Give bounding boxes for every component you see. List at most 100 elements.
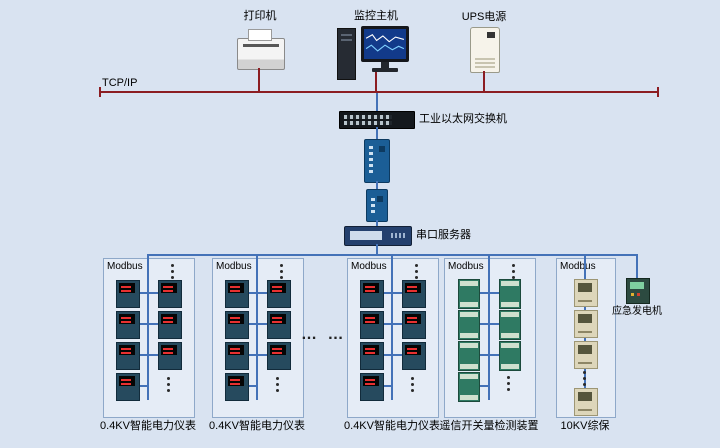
power-meter-icon — [360, 373, 384, 401]
di-module-icon — [458, 279, 480, 309]
connector-line — [376, 244, 378, 254]
pc-tower-icon — [337, 28, 356, 80]
power-meter-icon — [402, 311, 426, 339]
tcpip-bus-endcap — [99, 87, 101, 97]
group-device-label: 遥信开关量检测装置 — [439, 420, 539, 432]
connector-line — [636, 254, 638, 278]
generator-label: 应急发电机 — [612, 306, 662, 317]
serial-server-label: 串口服务器 — [416, 229, 471, 241]
connector-line — [247, 385, 256, 387]
power-meter-icon — [402, 342, 426, 370]
power-meter-icon — [225, 311, 249, 339]
connector-line — [478, 354, 488, 356]
tcpip-bus-endcap — [657, 87, 659, 97]
power-meter-icon — [402, 280, 426, 308]
printer-label: 打印机 — [243, 10, 277, 22]
connector-line — [258, 68, 260, 91]
tcpip-label: TCP/IP — [102, 77, 138, 89]
power-meter-icon — [267, 280, 291, 308]
printer-icon — [237, 29, 285, 70]
connector-line — [382, 385, 391, 387]
di-module-icon — [458, 341, 480, 371]
connector-line — [393, 354, 402, 356]
power-meter-icon — [267, 342, 291, 370]
vertical-ellipsis — [512, 264, 515, 267]
di-module-icon — [458, 372, 480, 402]
connector-line — [483, 71, 485, 91]
monitor-stand-base — [372, 68, 398, 72]
connector-line — [149, 354, 158, 356]
connector-line — [490, 292, 499, 294]
vertical-ellipsis — [415, 264, 418, 267]
connector-line — [247, 323, 256, 325]
connector-line — [138, 385, 147, 387]
connector-line — [149, 292, 158, 294]
di-module-icon — [499, 341, 521, 371]
connector-line — [258, 323, 267, 325]
serial-server-icon — [344, 226, 412, 246]
connector-line — [478, 292, 488, 294]
power-meter-icon — [158, 342, 182, 370]
modbus-label: Modbus — [107, 261, 143, 272]
connector-line — [138, 292, 147, 294]
connector-line — [258, 292, 267, 294]
continuation-ellipsis: … … — [301, 326, 347, 343]
connector-line — [490, 354, 499, 356]
modbus-label: Modbus — [351, 261, 387, 272]
connector-line — [375, 72, 377, 91]
waveform-screen — [364, 29, 406, 59]
power-meter-icon — [116, 373, 140, 401]
connector-line — [376, 220, 378, 226]
monitor-host-icon — [337, 24, 413, 80]
modbus-bus-line — [256, 254, 258, 400]
protection-relay-icon — [574, 341, 598, 369]
vertical-ellipsis — [276, 377, 279, 380]
modbus-label: Modbus — [216, 261, 252, 272]
protection-relay-icon — [574, 388, 598, 416]
monitor-stand-neck — [381, 62, 389, 68]
power-meter-icon — [116, 311, 140, 339]
ups-label: UPS电源 — [461, 11, 507, 23]
connector-line — [376, 93, 378, 111]
connector-line — [382, 323, 391, 325]
monitor-host-label: 监控主机 — [354, 10, 398, 22]
power-meter-icon — [360, 311, 384, 339]
modbus-bus-line — [147, 254, 149, 400]
di-module-icon — [458, 310, 480, 340]
connector-line — [376, 127, 378, 139]
modbus-label: Modbus — [560, 261, 596, 272]
power-meter-icon — [116, 280, 140, 308]
tcpip-bus-line — [100, 91, 658, 93]
connector-line — [138, 323, 147, 325]
power-meter-icon — [225, 373, 249, 401]
group-device-label: 0.4KV智能电力仪表 — [100, 420, 196, 432]
power-meter-icon — [225, 342, 249, 370]
power-meter-icon — [158, 311, 182, 339]
connector-line — [247, 292, 256, 294]
connector-line — [149, 323, 158, 325]
protection-relay-icon — [574, 310, 598, 338]
connector-line — [490, 323, 499, 325]
connector-line — [393, 323, 402, 325]
connector-line — [478, 323, 488, 325]
connector-line — [478, 385, 488, 387]
connector-line — [393, 292, 402, 294]
vertical-ellipsis — [171, 264, 174, 267]
modbus-label: Modbus — [448, 261, 484, 272]
media-converter-icon — [364, 139, 390, 183]
power-meter-icon — [267, 311, 291, 339]
modbus-bus-line — [391, 254, 393, 400]
power-meter-icon — [116, 342, 140, 370]
connector-line — [138, 354, 147, 356]
power-meter-icon — [360, 342, 384, 370]
connector-line — [382, 292, 391, 294]
di-module-icon — [499, 310, 521, 340]
di-module-icon — [499, 279, 521, 309]
group-device-label: 0.4KV智能电力仪表 — [344, 420, 440, 432]
connector-line — [382, 354, 391, 356]
vertical-ellipsis — [280, 264, 283, 267]
connector-line — [376, 181, 378, 189]
group-device-label: 0.4KV智能电力仪表 — [209, 420, 305, 432]
group-device-label: 10KV综保 — [560, 420, 610, 432]
